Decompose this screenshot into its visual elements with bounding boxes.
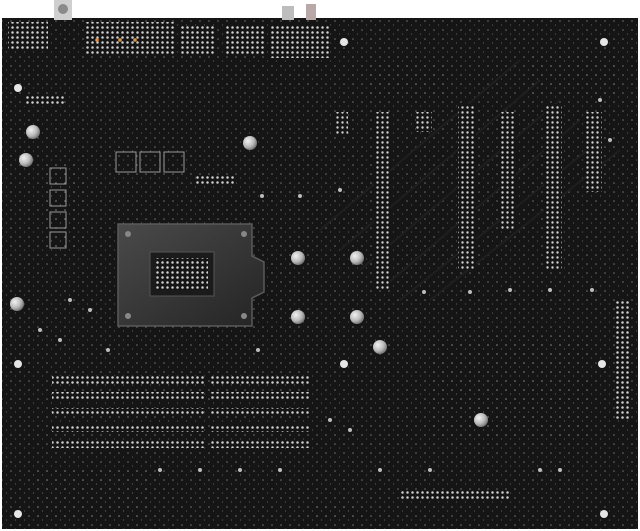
memory-slot-pins [52, 376, 310, 448]
standoff [26, 125, 40, 139]
standoff [243, 136, 257, 150]
standoff [350, 251, 364, 265]
expansion-slot-pins [334, 104, 602, 290]
standoff [373, 340, 387, 354]
component-clusters [24, 56, 630, 520]
io-solder-pins [8, 22, 330, 58]
standoff-screws [10, 125, 488, 427]
mounting-holes [14, 38, 608, 518]
standoff [474, 413, 488, 427]
vrm-solder-area [46, 151, 236, 250]
standoff [291, 310, 305, 324]
standoff [291, 251, 305, 265]
rear-io-connectors [54, 0, 316, 20]
cpu-socket-backplate [117, 223, 265, 327]
scattered-solder-points [38, 98, 612, 472]
standoff [350, 310, 364, 324]
standoff [10, 297, 24, 311]
standoff [19, 153, 33, 167]
